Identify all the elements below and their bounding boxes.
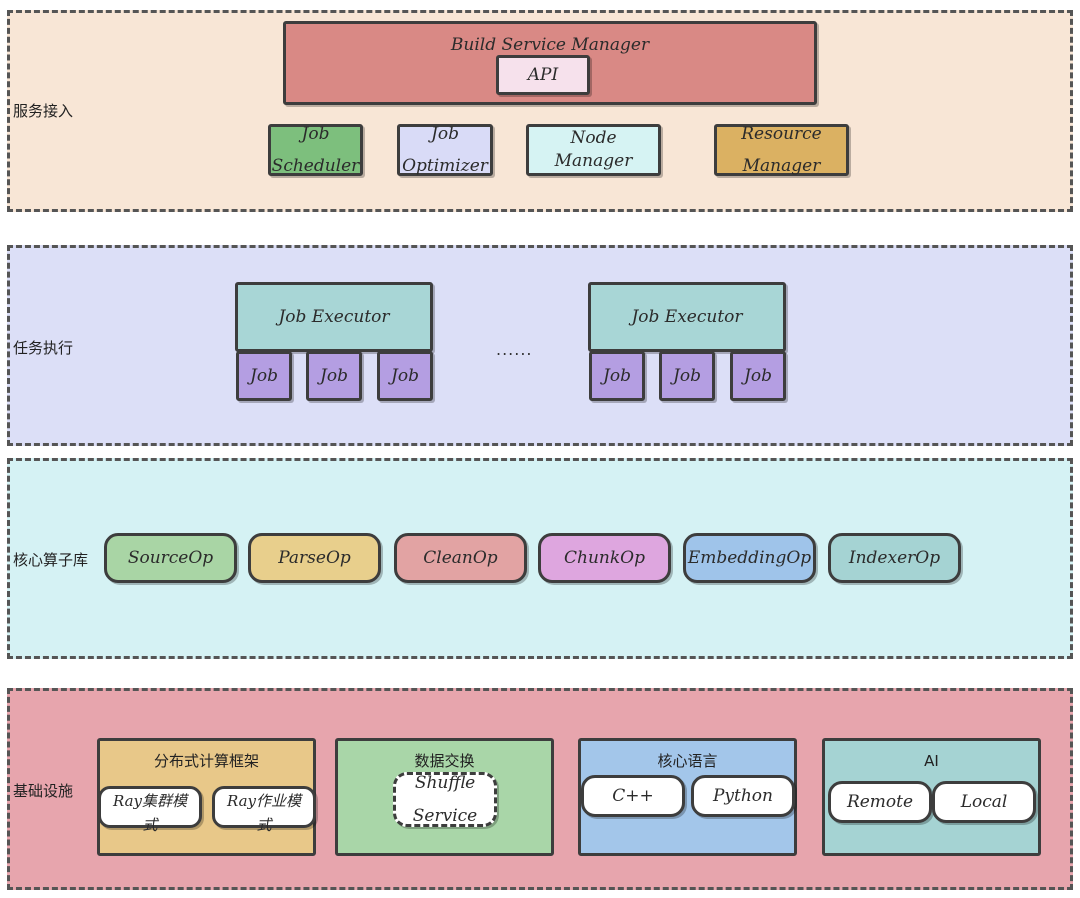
sourceop[interactable]: SourceOp [104,533,237,583]
cpp-label: C++ [612,785,654,806]
resource-manager-line2: Manager [742,156,821,176]
job-scheduler[interactable]: Job Scheduler [268,124,363,176]
job-label: Job [744,365,772,386]
job-2-1[interactable]: Job [589,351,645,401]
job-label: Job [391,365,419,386]
exec-layer-label: 任务执行 [13,339,74,357]
ai-title: AI [924,752,939,770]
chunkop[interactable]: ChunkOp [538,533,671,583]
executor-ellipsis: ...... [496,340,533,359]
job-label: Job [250,365,278,386]
ray-job-mode[interactable]: Ray作业模式 [212,786,316,834]
job-1-3[interactable]: Job [377,351,433,401]
job-executor-1[interactable]: Job Executor [235,282,433,352]
indexerop-label: IndexerOp [848,547,941,568]
ray-cluster-mode[interactable]: Ray集群模式 [98,786,202,834]
remote-label: Remote [846,791,914,812]
job-label: Job [603,365,631,386]
infra-layer-label: 基础设施 [13,782,74,800]
build-service-manager-title: Build Service Manager [450,35,650,55]
resource-manager-line1: Resource [741,123,822,144]
job-2-2[interactable]: Job [659,351,715,401]
job-executor-2-title: Job Executor [631,306,743,327]
job-1-1[interactable]: Job [236,351,292,401]
job-label: Job [673,365,701,386]
ray-cluster-mode-label: Ray集群模式 [112,792,188,834]
local-label: Local [960,791,1008,812]
ops-layer-label: 核心算子库 [13,551,89,569]
resource-manager[interactable]: Resource Manager [714,124,849,176]
job-1-2[interactable]: Job [306,351,362,401]
ray-job-mode-label: Ray作业模式 [226,792,302,834]
sourceop-label: SourceOp [127,547,214,568]
job-executor-1-title: Job Executor [278,306,390,327]
job-2-3[interactable]: Job [730,351,786,401]
remote-item[interactable]: Remote [828,781,932,823]
node-manager-label: Node Manager [554,128,633,171]
exec-layer [7,245,1073,446]
embeddingop-label: EmbeddingOp [687,547,812,568]
indexerop[interactable]: IndexerOp [828,533,961,583]
job-executor-2[interactable]: Job Executor [588,282,786,352]
framework-title: 分布式计算框架 [153,752,259,770]
exchange-title: 数据交换 [414,752,475,770]
shuffle-service[interactable]: Shuffle Service [393,772,497,827]
parseop[interactable]: ParseOp [248,533,381,583]
api-box[interactable]: API [496,55,590,95]
access-layer-label: 服务接入 [13,102,74,120]
api-label: API [527,64,559,85]
python-label: Python [712,785,773,806]
chunkop-label: ChunkOp [564,547,645,568]
language-title: 核心语言 [657,752,718,770]
job-optimizer-line2: Optimizer [402,156,488,176]
job-optimizer[interactable]: Job Optimizer [397,124,493,176]
job-optimizer-line1: Job [431,123,459,144]
job-scheduler-line1: Job [301,123,330,144]
shuffle-service-line2: Service [412,805,478,826]
cleanop-label: CleanOp [423,547,498,568]
python-item[interactable]: Python [691,775,795,817]
job-scheduler-line2: Scheduler [271,156,360,176]
node-manager[interactable]: Node Manager [526,124,661,176]
parseop-label: ParseOp [278,547,351,568]
job-label: Job [320,365,348,386]
embeddingop[interactable]: EmbeddingOp [683,533,816,583]
cpp-item[interactable]: C++ [581,775,685,817]
cleanop[interactable]: CleanOp [394,533,527,583]
local-item[interactable]: Local [932,781,1036,823]
shuffle-service-line1: Shuffle [414,773,476,794]
